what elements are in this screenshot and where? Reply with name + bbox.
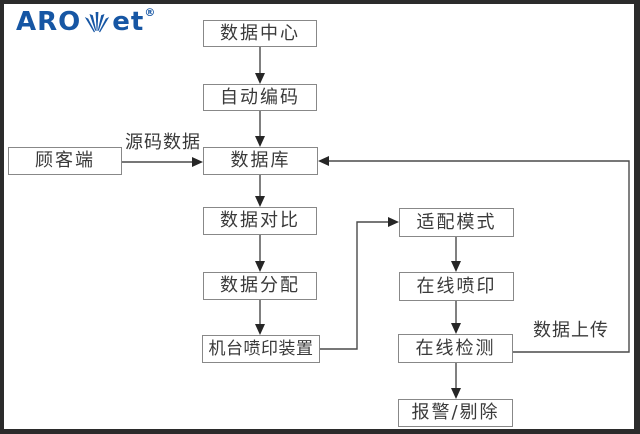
node-database: 数据库 xyxy=(203,147,318,175)
edge-label-data-upload: 数据上传 xyxy=(533,320,609,341)
node-auto-encode: 自动编码 xyxy=(203,84,317,111)
node-adapt-mode: 适配模式 xyxy=(399,208,514,237)
node-online-detect: 在线检测 xyxy=(398,334,513,363)
logo-text-left: ARO xyxy=(16,7,82,37)
arojet-logo: ARO et ® xyxy=(16,6,156,37)
node-data-compare: 数据对比 xyxy=(203,207,317,235)
logo-text-right: et xyxy=(112,7,145,37)
registered-mark: ® xyxy=(144,6,156,19)
node-data-distribute: 数据分配 xyxy=(203,272,317,300)
node-online-print: 在线喷印 xyxy=(399,272,514,301)
edge-label-source-data: 源码数据 xyxy=(125,132,201,153)
leaf-icon xyxy=(85,12,110,33)
diagram-background xyxy=(4,4,634,429)
node-machine-print: 机台喷印装置 xyxy=(202,335,320,363)
node-data-center: 数据中心 xyxy=(203,20,317,47)
node-customer: 顾客端 xyxy=(8,147,122,175)
node-alarm-reject: 报警/剔除 xyxy=(398,399,513,427)
